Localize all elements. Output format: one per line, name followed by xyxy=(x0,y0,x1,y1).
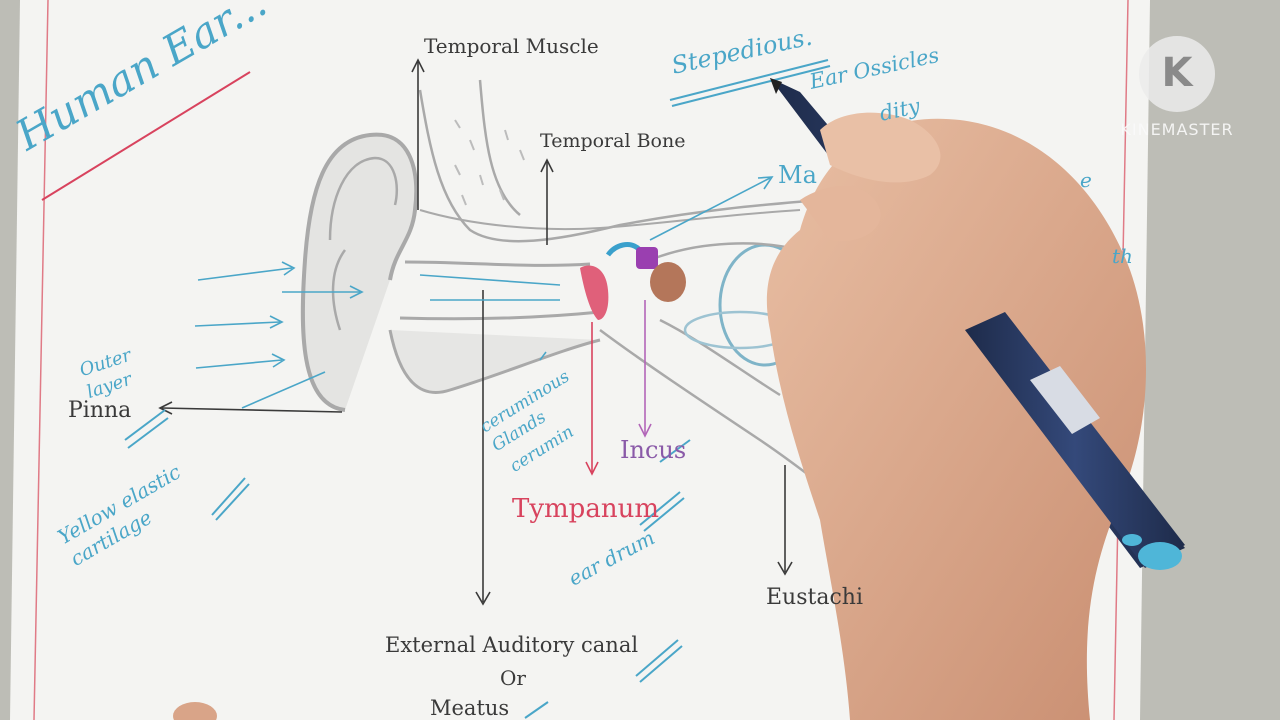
label-malleus: Ma xyxy=(778,161,817,189)
label-meatus: Meatus xyxy=(430,696,510,720)
kinemaster-wordmark: KINEMASTER xyxy=(1120,120,1234,139)
label-right-edge-1: e xyxy=(1080,168,1092,192)
hand-with-pen xyxy=(173,78,1185,720)
paper-margin-left xyxy=(33,0,49,720)
label-incus: Incus xyxy=(620,436,687,464)
label-right-edge-2: th xyxy=(1112,244,1133,268)
kinemaster-logo-letter: K xyxy=(1161,50,1193,96)
label-tympanum: Tympanum xyxy=(512,494,659,524)
label-pinna: Pinna xyxy=(68,398,132,423)
ear-diagram xyxy=(300,79,836,496)
label-eustachian: Eustachi xyxy=(766,585,864,610)
kinemaster-watermark: K KINEMASTER xyxy=(1110,36,1244,139)
label-external-auditory-canal: External Auditory canal xyxy=(385,633,639,657)
label-pointers xyxy=(158,58,793,606)
ossicle-brown xyxy=(650,262,686,302)
label-temporal-muscle: Temporal Muscle xyxy=(424,34,599,58)
kinemaster-logo-icon: K xyxy=(1139,36,1215,112)
label-or: Or xyxy=(500,666,526,690)
ossicle-blue xyxy=(605,242,642,257)
underline-scribbles xyxy=(124,59,831,719)
tympanum-shape xyxy=(580,265,609,320)
ossicle-purple xyxy=(636,247,658,269)
title-underline xyxy=(41,71,251,201)
label-temporal-bone: Temporal Bone xyxy=(540,130,686,152)
